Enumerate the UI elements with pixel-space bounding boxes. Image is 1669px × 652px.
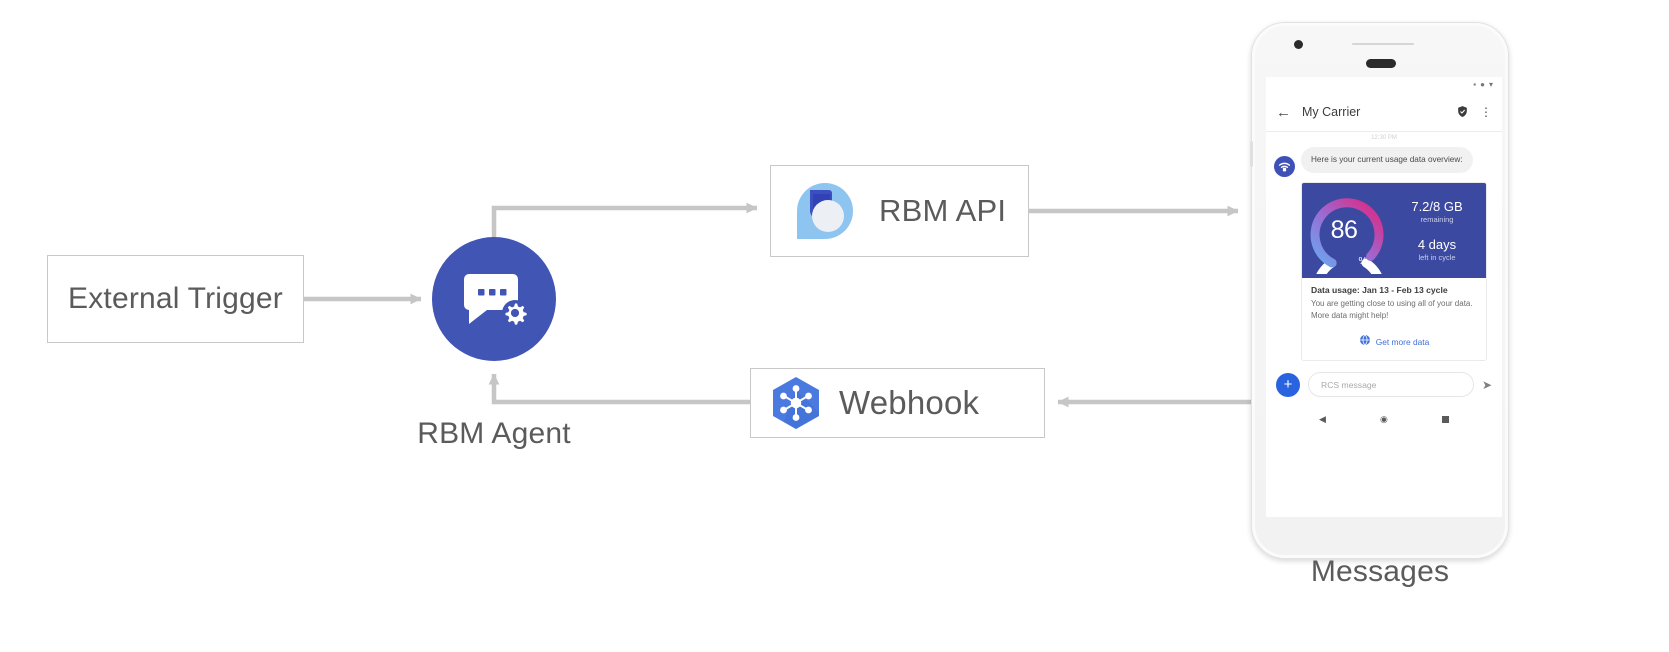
globe-icon xyxy=(1359,333,1371,351)
rbm-agent-label: RBM Agent xyxy=(417,417,571,450)
nav-back-triangle-icon[interactable]: ◀ xyxy=(1319,413,1326,424)
message-bubble: Here is your current usage data overview… xyxy=(1301,147,1473,173)
card-body: Data usage: Jan 13 - Feb 13 cycle You ar… xyxy=(1302,278,1486,325)
chat-area: Here is your current usage data overview… xyxy=(1266,143,1502,362)
nav-home-circle-icon[interactable]: ◉ xyxy=(1380,413,1388,424)
stat-days-left-label: left in cycle xyxy=(1418,253,1456,262)
rcs-input-placeholder: RCS message xyxy=(1321,379,1377,390)
gauge-number: 86 xyxy=(1330,216,1358,244)
app-title: My Carrier xyxy=(1302,105,1361,119)
header-divider xyxy=(1266,131,1502,132)
usage-gauge: 86 % xyxy=(1306,188,1392,327)
phone-camera-icon xyxy=(1294,40,1303,49)
webhook-box[interactable]: Webhook xyxy=(750,368,1045,438)
phone-device: ▪ ● ▾ ← My Carrier ⋮ 12:30 PM xyxy=(1250,22,1509,559)
verified-shield-icon[interactable] xyxy=(1456,105,1469,120)
external-trigger-label: External Trigger xyxy=(68,282,283,315)
android-nav-bar: ◀ ◉ xyxy=(1266,406,1502,433)
stat-data-remaining-value: 7.2/8 GB xyxy=(1411,199,1463,214)
nav-recents-square-icon[interactable] xyxy=(1441,415,1449,423)
signal-icon: ▪ xyxy=(1473,80,1477,89)
rcs-message-input[interactable]: RCS message xyxy=(1308,372,1474,398)
phone-top-line xyxy=(1352,43,1414,45)
plus-icon[interactable]: + xyxy=(1276,372,1300,397)
message-row: Here is your current usage data overview… xyxy=(1266,147,1502,177)
hero-stats: 7.2/8 GB remaining 4 days left in cycle xyxy=(1392,199,1486,262)
rbm-agent-node[interactable] xyxy=(432,237,556,361)
back-arrow-icon[interactable]: ← xyxy=(1276,103,1291,121)
get-more-data-button[interactable]: Get more data xyxy=(1302,325,1486,360)
carrier-wifi-avatar-icon xyxy=(1274,156,1295,177)
rbm-droplet-logo xyxy=(789,175,861,247)
phone-screen: ▪ ● ▾ ← My Carrier ⋮ 12:30 PM xyxy=(1266,77,1502,517)
card-description: You are getting close to using all of yo… xyxy=(1311,299,1473,320)
gauge-percent-value: 86 % xyxy=(1306,188,1392,274)
phone-side-button[interactable] xyxy=(1250,141,1253,167)
card-title: Data usage: Jan 13 - Feb 13 cycle xyxy=(1311,285,1448,295)
send-icon[interactable]: ➤ xyxy=(1481,377,1492,392)
conversation-timestamp: 12:30 PM xyxy=(1371,135,1397,141)
battery-icon: ▾ xyxy=(1488,80,1493,89)
chat-gear-icon xyxy=(464,274,527,326)
messages-label: Messages xyxy=(1310,555,1450,588)
rbm-api-box[interactable]: RBM API xyxy=(770,165,1029,257)
phone-speaker xyxy=(1366,59,1396,68)
stat-days-left-value: 4 days xyxy=(1417,237,1457,252)
more-vert-icon[interactable]: ⋮ xyxy=(1480,105,1492,119)
get-more-data-label: Get more data xyxy=(1375,337,1430,348)
gauge-percent-symbol: % xyxy=(1358,255,1368,267)
wifi-icon: ● xyxy=(1480,80,1485,89)
card-hero: 86 % 7.2/8 GB remaining 4 days left in c… xyxy=(1302,183,1486,327)
webhook-label: Webhook xyxy=(839,384,980,421)
external-trigger-box[interactable]: External Trigger xyxy=(47,255,304,343)
rich-card[interactable]: 86 % 7.2/8 GB remaining 4 days left in c… xyxy=(1301,182,1487,362)
stat-data-remaining-label: remaining xyxy=(1420,215,1454,224)
webhook-hexagon-icon xyxy=(767,374,825,432)
rbm-api-label: RBM API xyxy=(879,193,1007,228)
status-bar: ▪ ● ▾ xyxy=(1266,77,1502,93)
message-composer: + RCS message ➤ xyxy=(1266,361,1502,407)
app-header: ← My Carrier ⋮ xyxy=(1266,93,1502,131)
